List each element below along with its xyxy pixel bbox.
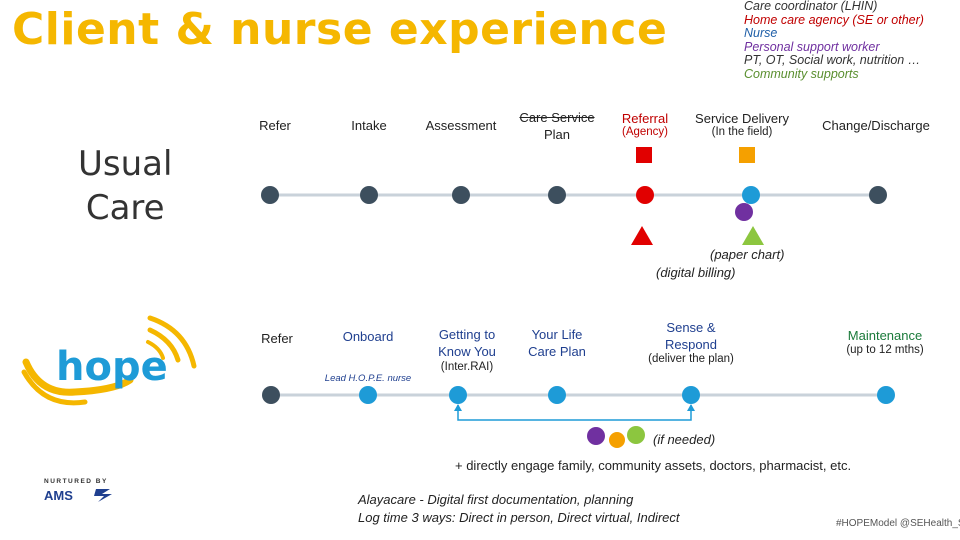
usual-stage-intake: Intake	[351, 118, 387, 133]
hope-node-getting	[449, 386, 467, 404]
green-triangle-icon	[742, 226, 764, 245]
legend-item: Care coordinator (LHIN)	[744, 0, 878, 13]
hope-stage-sense-sub: (deliver the plan)	[648, 353, 734, 365]
usual-stage-assessment: Assessment	[425, 118, 497, 133]
hope-node-sense	[682, 386, 700, 404]
orange-square-icon	[739, 147, 755, 163]
red-triangle-icon	[631, 226, 653, 245]
hope-stage-getting-to-know: Getting to Know You	[438, 326, 496, 360]
usual-stage-care-plan-line1: Care Service	[519, 110, 595, 125]
usual-stage-change: Change/Discharge	[822, 118, 930, 133]
usual-stage-care-plan-line2: Plan	[543, 127, 571, 142]
note-digital-billing: (digital billing)	[656, 265, 736, 280]
hope-stage-refer: Refer	[261, 331, 293, 346]
usual-node-care-plan	[548, 186, 566, 204]
hope-node-plan	[548, 386, 566, 404]
hope-stage-sense-line2: Respond	[664, 337, 718, 352]
hope-stage-plan-line1: Your Life	[531, 327, 583, 342]
hope-stage-getting-line1: Getting to	[438, 327, 496, 342]
feedback-loop-arrow	[454, 404, 695, 421]
usual-stage-care-plan: Care Service Plan	[519, 109, 594, 143]
hope-node-community	[627, 426, 645, 444]
hope-stage-sense-line1: Sense &	[666, 320, 716, 335]
usual-node-change	[869, 186, 887, 204]
hope-stage-maintenance: Maintenance	[847, 328, 923, 343]
usual-node-psw	[735, 203, 753, 221]
usual-stage-referral-sub: (Agency)	[621, 126, 669, 138]
usual-node-refer	[261, 186, 279, 204]
hope-logo: hope	[21, 315, 197, 406]
note-alayacare-line2: Log time 3 ways: Direct in person, Direc…	[358, 510, 680, 525]
hope-logo-text: hope	[56, 344, 168, 390]
usual-stage-delivery: Service Delivery	[695, 111, 789, 126]
hope-node-psw	[587, 427, 605, 445]
hope-stage-care-plan: Your Life Care Plan	[528, 326, 586, 360]
usual-node-intake	[360, 186, 378, 204]
role-legend: Care coordinator (LHIN)Home care agency …	[744, 0, 924, 82]
hope-node-onboard	[359, 386, 377, 404]
usual-care-label-line1: Usual	[78, 144, 173, 184]
hope-stage-plan-line2: Care Plan	[528, 344, 586, 359]
legend-item: Community supports	[744, 66, 859, 81]
ams-mark-icon	[94, 489, 112, 502]
note-alayacare-line1: Alayacare - Digital first documentation,…	[358, 492, 634, 507]
hope-stage-sense-respond: Sense & Respond	[665, 319, 717, 353]
hope-stage-onboard: Onboard	[342, 329, 394, 344]
legend-item: Home care agency (SE or other)	[744, 12, 924, 27]
footer-hashtag: #HOPEModel @SEHealth_S	[836, 518, 960, 529]
hope-stage-maintenance-sub: (up to 12 mths)	[846, 344, 924, 356]
note-paper-chart: (paper chart)	[710, 247, 785, 262]
page-title: Client & nurse experience	[12, 4, 668, 55]
hope-stage-getting-sub: (Inter.RAI)	[440, 361, 494, 373]
usual-stage-refer: Refer	[259, 118, 291, 133]
usual-node-assessment	[452, 186, 470, 204]
hope-node-refer	[262, 386, 280, 404]
note-direct-engage: + directly engage family, community asse…	[455, 458, 852, 473]
note-if-needed: (if needed)	[653, 432, 716, 447]
hope-node-allied	[609, 432, 625, 448]
usual-care-label-line2: Care	[85, 188, 165, 228]
hope-node-maintenance	[877, 386, 895, 404]
hope-stage-lead-nurse: Lead H.O.P.E. nurse	[324, 373, 412, 384]
footer-ams-logo: AMS	[44, 488, 73, 503]
red-square-icon	[636, 147, 652, 163]
usual-node-delivery	[742, 186, 760, 204]
usual-node-referral	[636, 186, 654, 204]
usual-stage-referral: Referral	[621, 111, 669, 126]
legend-item: Nurse	[744, 26, 778, 41]
hope-stage-getting-line2: Know You	[438, 344, 496, 359]
footer-nurtured-by: NURTURED BY	[44, 478, 108, 485]
legend-item: PT, OT, Social work, nutrition …	[744, 53, 921, 68]
usual-care-label: Usual Care	[78, 142, 172, 230]
legend-item: Personal support worker	[744, 39, 880, 54]
usual-stage-delivery-sub: (In the field)	[711, 126, 773, 138]
